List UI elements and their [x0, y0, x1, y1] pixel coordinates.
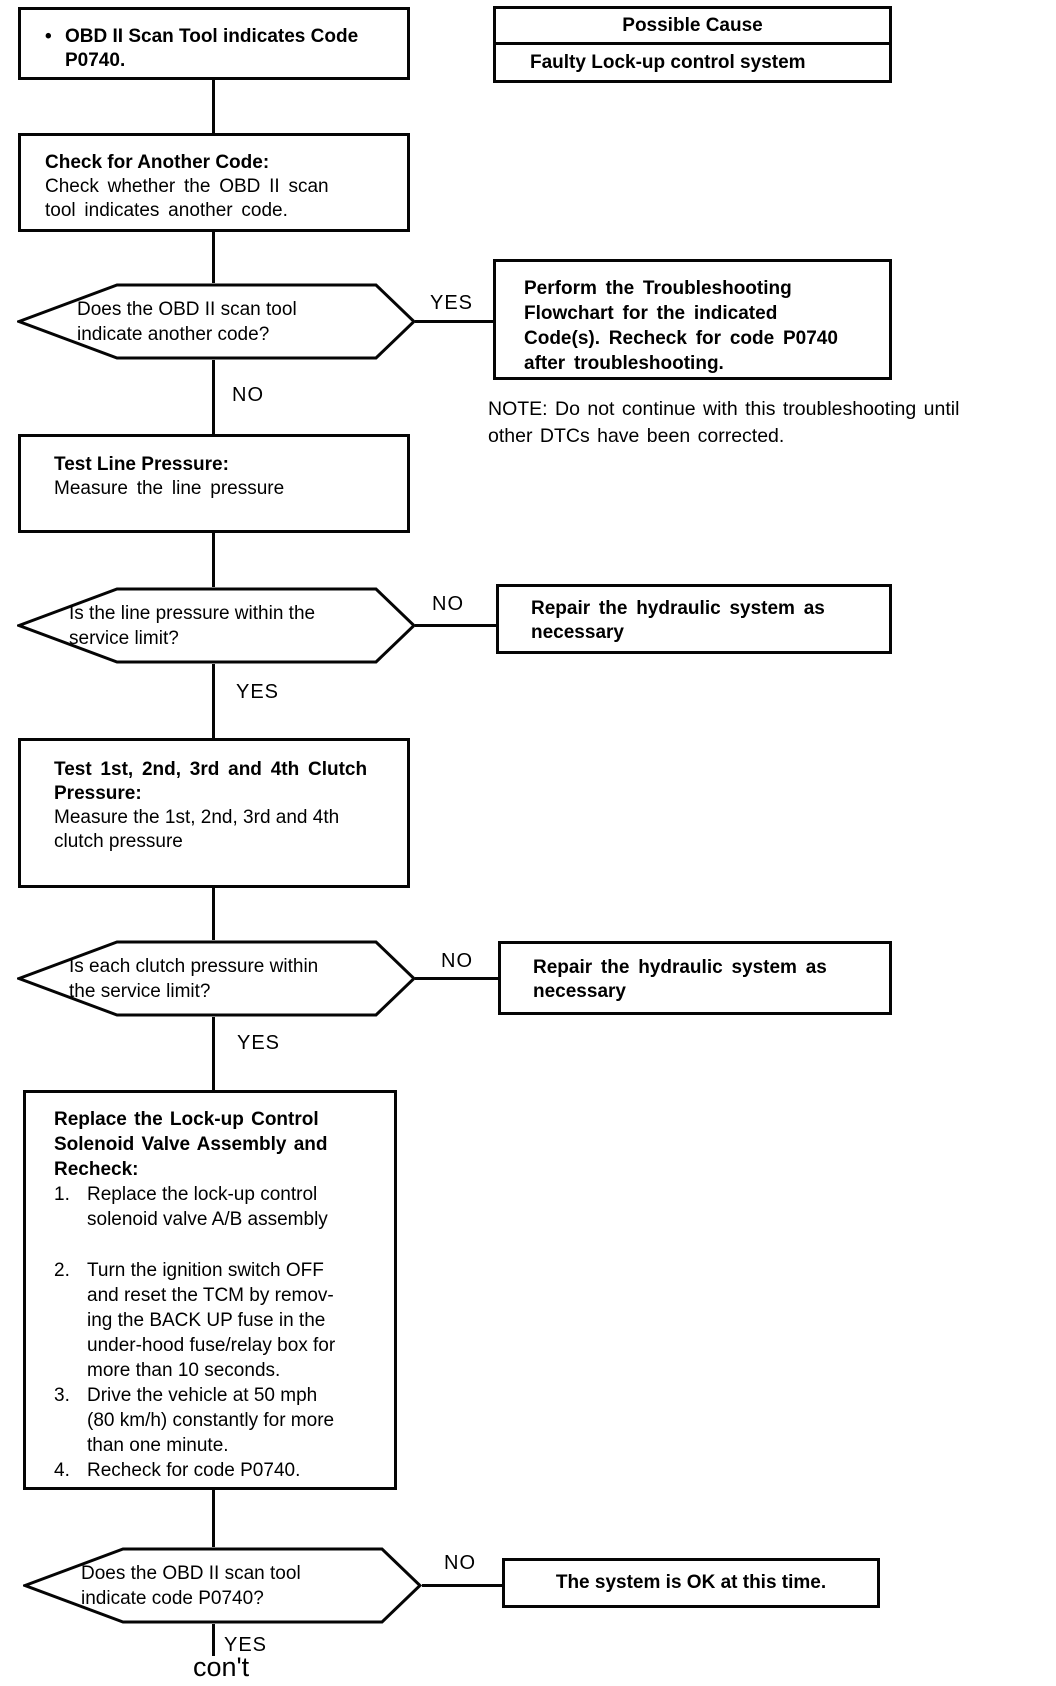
- possible-cause-table: Possible Cause Faulty Lock-up control sy…: [493, 6, 892, 83]
- repair-hydraulic-box-2: Repair the hydraulic system as necessary: [498, 941, 892, 1015]
- possible-cause-value: Faulty Lock-up control system: [530, 52, 806, 73]
- connector-testclutch-q3: [212, 888, 215, 940]
- label-no-1: NO: [232, 384, 264, 406]
- label-no-3: NO: [441, 950, 473, 972]
- label-yes-1: YES: [430, 292, 474, 314]
- label-yes-3: YES: [237, 1032, 281, 1054]
- replace-solenoid-step-1: 1. Replace the lock-up control solenoid …: [54, 1182, 386, 1232]
- decision-another-code-text: Does the OBD II scan tool indicate anoth…: [77, 298, 297, 345]
- step-number: 2.: [54, 1260, 70, 1281]
- step-text: Replace the lock-up control solenoid val…: [87, 1184, 328, 1230]
- continued-label: con't: [193, 1652, 250, 1682]
- start-box-text: OBD II Scan Tool indicates Code P0740.: [65, 26, 359, 71]
- test-line-pressure-box: Test Line Pressure: Measure the line pre…: [18, 434, 410, 533]
- label-no-4: NO: [444, 1552, 476, 1574]
- replace-solenoid-step-4: 4. Recheck for code P0740.: [54, 1458, 386, 1483]
- step-number: 1.: [54, 1184, 70, 1205]
- system-ok-box: The system is OK at this time.: [502, 1558, 880, 1608]
- connector-testline-q2: [212, 533, 215, 587]
- connector-start-check: [212, 80, 215, 133]
- decision-clutch-pressure-text: Is each clutch pressure within the servi…: [69, 955, 319, 1002]
- hexagon-shape: [17, 587, 416, 664]
- repair-hydraulic-box-1: Repair the hydraulic system as necessary: [496, 584, 892, 654]
- connector-q3-replace: [212, 1017, 215, 1090]
- label-no-2: NO: [432, 593, 464, 615]
- test-line-pressure-body: Measure the line pressure: [54, 478, 285, 499]
- hexagon-shape: [17, 283, 416, 360]
- decision-another-code: Does the OBD II scan tool indicate anoth…: [17, 283, 416, 360]
- hexagon-shape: [17, 940, 416, 1017]
- perform-flowchart-box: Perform the Troubleshooting Flowchart fo…: [493, 259, 892, 380]
- step-text: Recheck for code P0740.: [87, 1460, 301, 1481]
- step-number: 3.: [54, 1385, 70, 1406]
- replace-solenoid-title: Replace the Lock-up Control Solenoid Val…: [54, 1109, 328, 1180]
- step-text: Turn the ignition switch OFF and reset t…: [87, 1260, 336, 1381]
- possible-cause-header: Possible Cause: [496, 9, 889, 45]
- connector-replace-q4: [212, 1490, 215, 1547]
- connector-q1-perform: [415, 320, 493, 323]
- hexagon-shape: [23, 1547, 422, 1624]
- repair-hydraulic-text-1: Repair the hydraulic system as necessary: [531, 598, 825, 643]
- connector-check-q1: [212, 232, 215, 283]
- test-clutch-pressure-title: Test 1st, 2nd, 3rd and 4th Clutch Pressu…: [54, 759, 368, 804]
- connector-q3-repair2: [415, 977, 498, 980]
- test-line-pressure-title: Test Line Pressure:: [54, 454, 229, 475]
- test-clutch-pressure-box: Test 1st, 2nd, 3rd and 4th Clutch Pressu…: [18, 738, 410, 888]
- note-text: NOTE: Do not continue with this troubles…: [488, 398, 960, 447]
- step-number: 4.: [54, 1460, 70, 1481]
- start-box: • OBD II Scan Tool indicates Code P0740.: [18, 7, 410, 80]
- test-clutch-pressure-body: Measure the 1st, 2nd, 3rd and 4th clutch…: [54, 807, 340, 852]
- replace-solenoid-step-2: 2. Turn the ignition switch OFF and rese…: [54, 1258, 386, 1383]
- check-another-code-title: Check for Another Code:: [45, 152, 270, 173]
- connector-q1-testline: [212, 360, 215, 434]
- label-yes-4: YES: [224, 1634, 268, 1656]
- replace-solenoid-step-3: 3. Drive the vehicle at 50 mph (80 km/h)…: [54, 1383, 386, 1458]
- repair-hydraulic-text-2: Repair the hydraulic system as necessary: [533, 957, 827, 1002]
- decision-clutch-pressure: Is each clutch pressure within the servi…: [17, 940, 416, 1017]
- bullet-marker: •: [45, 26, 52, 47]
- check-another-code-body: Check whether the OBD II scan tool indic…: [45, 176, 329, 221]
- label-yes-2: YES: [236, 681, 280, 703]
- connector-q4-continue: [212, 1624, 215, 1656]
- replace-solenoid-box: Replace the Lock-up Control Solenoid Val…: [23, 1090, 397, 1490]
- step-text: Drive the vehicle at 50 mph (80 km/h) co…: [87, 1385, 335, 1456]
- check-another-code-box: Check for Another Code: Check whether th…: [18, 133, 410, 232]
- connector-q2-testclutch: [212, 664, 215, 738]
- decision-line-pressure-text: Is the line pressure within the service …: [69, 602, 316, 649]
- decision-code-p0740-text: Does the OBD II scan tool indicate code …: [81, 1562, 301, 1609]
- connector-q2-repair1: [415, 624, 496, 627]
- system-ok-text: The system is OK at this time.: [555, 1572, 827, 1593]
- perform-flowchart-text: Perform the Troubleshooting Flowchart fo…: [524, 278, 838, 374]
- decision-code-p0740: Does the OBD II scan tool indicate code …: [23, 1547, 422, 1624]
- decision-line-pressure: Is the line pressure within the service …: [17, 587, 416, 664]
- connector-q4-ok: [422, 1584, 502, 1587]
